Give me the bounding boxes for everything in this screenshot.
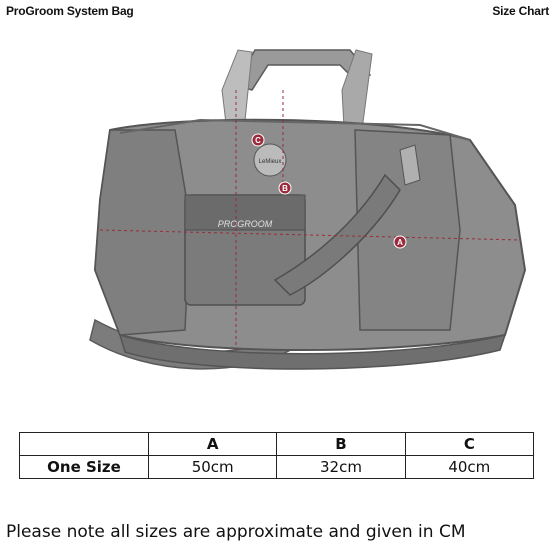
brand-text: PROGROOM	[218, 219, 273, 229]
marker-b: B	[278, 181, 292, 195]
row-label: One Size	[19, 455, 149, 479]
size-table: A B C One Size 50cm 32cm 40cm	[19, 432, 535, 479]
table-header-cell: B	[276, 432, 406, 456]
marker-c: C	[251, 133, 265, 147]
table-header-row: A B C	[19, 432, 535, 456]
table-header-cell: A	[147, 432, 278, 456]
svg-text:C: C	[255, 136, 261, 145]
marker-a: A	[393, 235, 407, 249]
table-header-cell: C	[404, 432, 535, 456]
width-measure-line	[99, 229, 521, 241]
table-header-cell	[19, 432, 149, 456]
svg-text:A: A	[397, 238, 403, 247]
table-cell: 32cm	[276, 455, 406, 479]
table-row: One Size 50cm 32cm 40cm	[19, 455, 535, 479]
size-chart-label: Size Chart	[492, 4, 549, 18]
table-cell: 50cm	[147, 455, 278, 479]
table-cell: 40cm	[404, 455, 535, 479]
svg-text:B: B	[282, 184, 288, 193]
page-title: ProGroom System Bag	[6, 4, 134, 18]
bag-illustration: PROGROOM LeMieux A B C	[89, 49, 527, 370]
badge-text: LeMieux	[259, 159, 282, 165]
disclaimer-note: Please note all sizes are approximate an…	[6, 522, 466, 542]
